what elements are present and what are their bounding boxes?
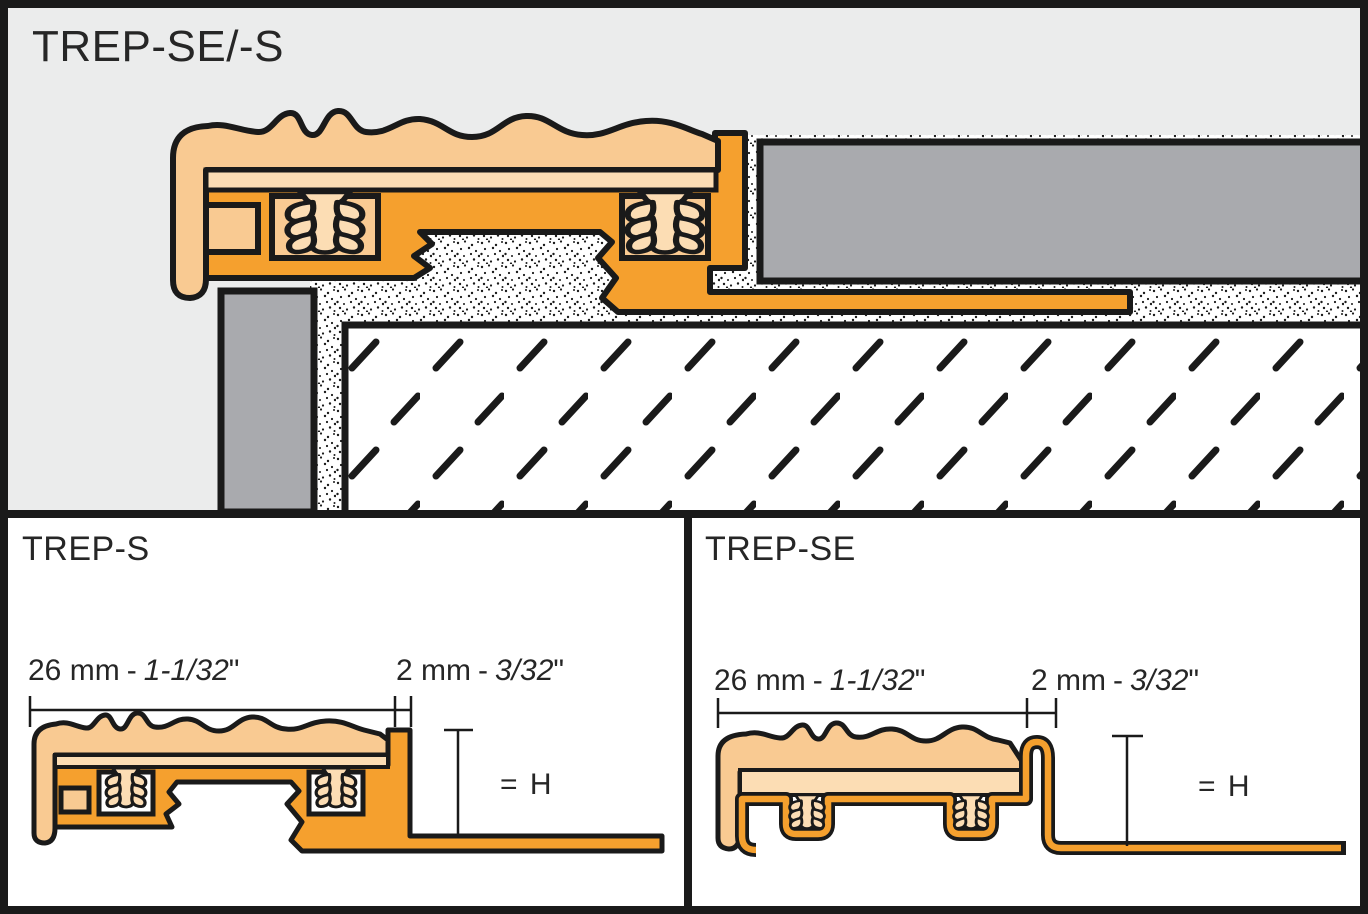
trep-se-height-label: = H (1198, 770, 1252, 803)
trep-s-base-plate (53, 753, 390, 769)
trep-se-title: TREP-SE (705, 530, 856, 568)
riser-tile (217, 287, 318, 516)
trep-se-height-line (1112, 734, 1143, 846)
panel-overview: TREP-SE/-S (0, 0, 1368, 518)
tread-tile (756, 138, 1368, 285)
trep-s-title: TREP-S (22, 530, 150, 568)
insert-base-plate (203, 167, 719, 193)
trep-se-profile-drawing (692, 518, 1368, 914)
overview-cross-section-drawing (0, 0, 1368, 518)
panel-frame (0, 0, 1368, 518)
trep-se-joint-dimension: 2 mm-3/32" (1031, 664, 1200, 697)
concrete-substrate (341, 321, 1368, 518)
panel-frame (692, 518, 1368, 914)
panel-trep-s: TREP-S 26 mm-1-1/32" 2 mm-3/32" = H (0, 518, 692, 914)
trep-se-tread-insert (715, 720, 1026, 852)
profile-front-cavity (203, 202, 261, 255)
page-title: TREP-SE/-S (32, 22, 284, 71)
trep-s-width-dimension: 26 mm-1-1/32" (28, 654, 240, 687)
trep-s-joint-dimension: 2 mm-3/32" (396, 654, 565, 687)
trep-se-metal-core (738, 738, 1341, 854)
panel-frame (0, 518, 692, 914)
trep-s-profile-drawing (0, 518, 692, 914)
trep-se-width-dimension: 26 mm-1-1/32" (714, 664, 926, 697)
tread-insert (170, 108, 721, 301)
trep-s-height-label: = H (500, 768, 554, 801)
trep-se-dimension-line (716, 698, 1058, 728)
trep-s-height-line (444, 728, 473, 836)
trep-s-front-cavity (58, 785, 92, 815)
trep-s-dimension-line (28, 696, 413, 727)
trep-s-tread-insert (31, 710, 391, 846)
panel-trep-se: TREP-SE 26 mm-1-1/32" 2 mm-3/32" = H (692, 518, 1368, 914)
trep-se-base-plate (738, 768, 1026, 797)
